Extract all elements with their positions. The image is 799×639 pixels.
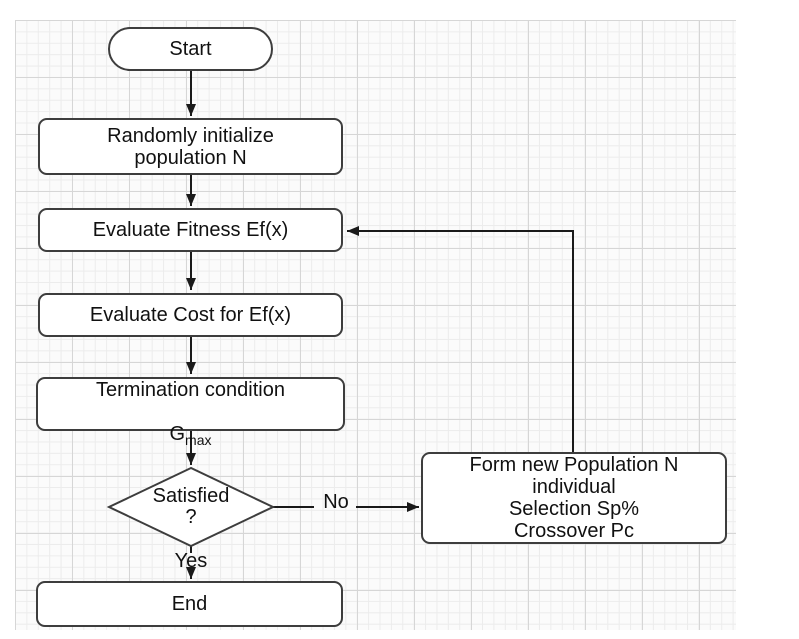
yes-edge-label: Yes [174, 550, 208, 572]
termination-symbol-base: G [169, 423, 186, 445]
evaluate-cost-label: Evaluate Cost for Ef(x) [89, 304, 292, 326]
termination-symbol: Gmax [169, 423, 212, 448]
end-node-label: End [171, 593, 208, 615]
start-node: Start [108, 27, 273, 71]
evaluate-cost-node: Evaluate Cost for Ef(x) [38, 293, 343, 337]
start-node-label: Start [169, 38, 212, 60]
init-population-label: Randomly initialize population N [107, 124, 274, 169]
termination-line1: Termination condition [96, 379, 285, 401]
termination-condition-node: Termination condition Gmax [36, 377, 345, 448]
decision-diamond-label: Satisfied ? [152, 485, 230, 528]
form-population-node: Form new Population N individual Selecti… [421, 452, 727, 544]
end-node: End [36, 581, 343, 627]
evaluate-fitness-label: Evaluate Fitness Ef(x) [92, 219, 289, 241]
decision-diamond-shape [106, 466, 276, 548]
termination-symbol-subscript: max [185, 432, 212, 448]
form-population-label: Form new Population N individual Selecti… [469, 454, 679, 542]
init-population-node: Randomly initialize population N [38, 118, 343, 175]
no-edge-label: No [323, 491, 349, 513]
evaluate-fitness-node: Evaluate Fitness Ef(x) [38, 208, 343, 252]
edge-form-to-fitness-feedback [347, 226, 574, 452]
termination-condition-label: Termination condition Gmax [96, 357, 285, 451]
